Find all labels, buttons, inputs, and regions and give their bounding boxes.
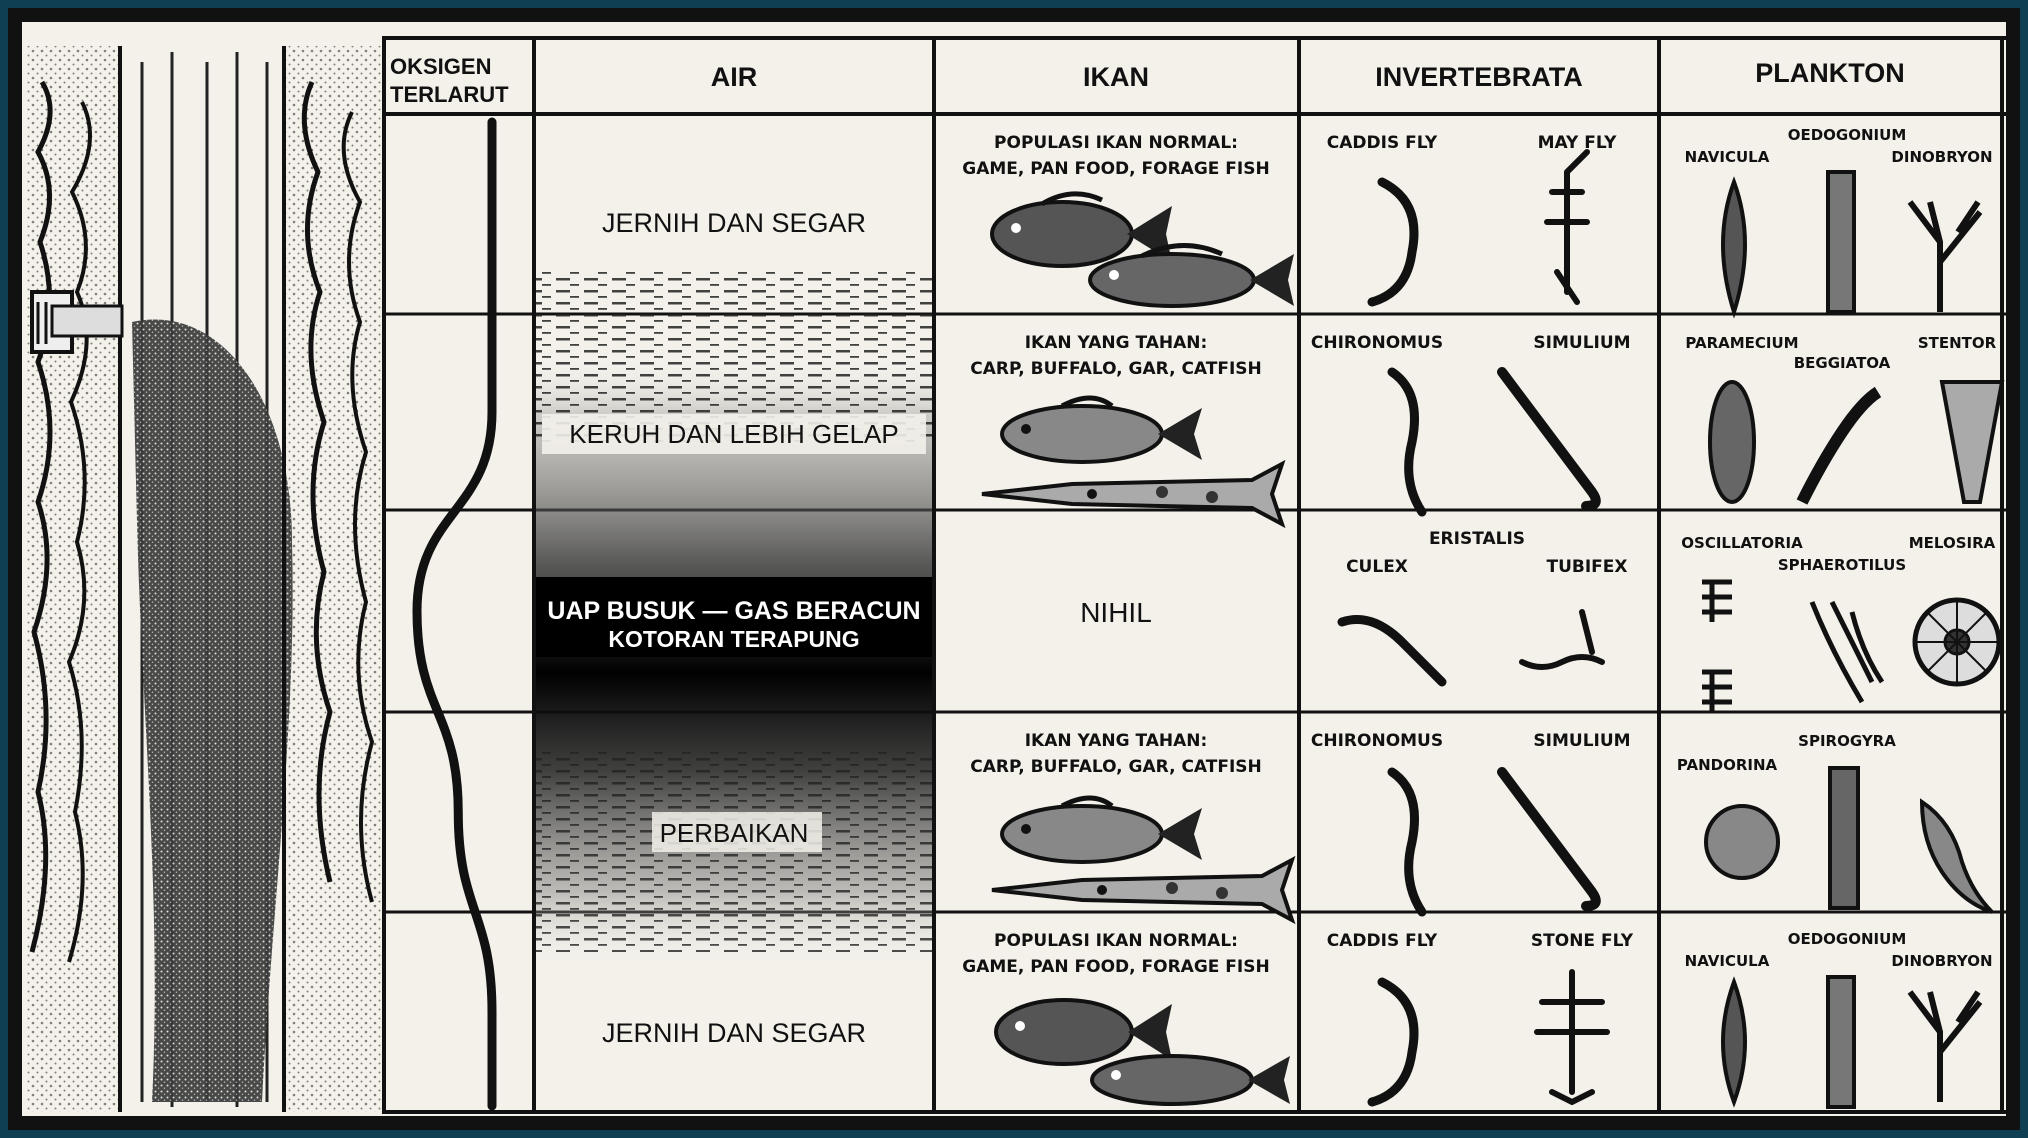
oscillatoria-icon — [1702, 582, 1732, 712]
water-label-row5: JERNIH DAN SEGAR — [602, 1018, 866, 1048]
paramecium-icon — [1710, 382, 1754, 502]
melosira-icon — [1915, 600, 1999, 684]
caddis-larva-icon — [1372, 982, 1414, 1102]
fish-caption-row5-line1: POPULASI IKAN NORMAL: — [994, 931, 1238, 951]
water-label-row2: KERUH DAN LEBIH GELAP — [542, 414, 926, 454]
svg-text:KERUH DAN LEBIH GELAP: KERUH DAN LEBIH GELAP — [569, 419, 898, 449]
invert-label-simulium: SIMULIUM — [1533, 731, 1630, 751]
dissolved-oxygen-curve — [417, 122, 492, 1106]
header-plankton: PLANKTON — [1755, 58, 1905, 88]
plankton-label-oedogonium: OEDOGONIUM — [1788, 930, 1907, 948]
culex-larva-icon — [1342, 620, 1442, 683]
mayfly-nymph-icon — [1547, 152, 1587, 302]
invert-label-chironomus: CHIRONOMUS — [1311, 731, 1443, 751]
carp-icon — [1002, 398, 1202, 462]
pandorina-icon — [1706, 806, 1778, 878]
plankton-label-pandorina: PANDORINA — [1677, 756, 1778, 774]
caddis-larva-icon — [1372, 182, 1414, 302]
invert-label-tubifex: TUBIFEX — [1546, 557, 1627, 577]
sunfish-icon — [996, 1000, 1172, 1064]
plankton-label-melosira: MELOSIRA — [1909, 534, 1996, 552]
sphaerotilus-icon — [1812, 602, 1882, 702]
water-label-row3-line1: UAP BUSUK — GAS BERACUN — [547, 597, 920, 625]
svg-text:PERBAIKAN: PERBAIKAN — [660, 818, 809, 848]
simulium-larva-icon — [1502, 372, 1596, 506]
fish-caption-row4-line1: IKAN YANG TAHAN: — [1025, 731, 1208, 751]
navicula-icon — [1723, 182, 1745, 312]
fish-caption-row3: NIHIL — [1080, 597, 1152, 628]
oedogonium-icon — [1828, 172, 1854, 312]
invert-label-stone-fly: STONE FLY — [1531, 931, 1634, 951]
tubifex-worm-icon — [1522, 612, 1602, 667]
plankton-label-dinobryon: DINOBRYON — [1891, 148, 1992, 166]
navicula-icon — [1723, 982, 1745, 1102]
plankton-label-dinobryon: DINOBRYON — [1891, 952, 1992, 970]
chironomus-larva-icon — [1392, 772, 1422, 912]
water-label-row3-line2: KOTORAN TERAPUNG — [608, 626, 859, 652]
fish-caption-row1-line1: POPULASI IKAN NORMAL: — [994, 133, 1238, 153]
plankton-label-sphaerotilus: SPHAEROTILUS — [1778, 556, 1906, 574]
water-label-row1: JERNIH DAN SEGAR — [602, 208, 866, 238]
fish-caption-row2-line2: CARP, BUFFALO, GAR, CATFISH — [970, 359, 1262, 379]
fish-caption-row2-line1: IKAN YANG TAHAN: — [1025, 333, 1208, 353]
chironomus-larva-icon — [1392, 372, 1422, 512]
plankton-label-stentor: STENTOR — [1918, 334, 1997, 352]
invert-label-caddis-fly: CADDIS FLY — [1327, 931, 1438, 951]
header-water: AIR — [711, 62, 758, 92]
river-pollution-diagram: OKSIGEN TERLARUT AIR IKAN INVERTEBRATA P… — [22, 22, 2006, 1116]
beggiatoa-icon — [1802, 392, 1878, 502]
invert-label-eristalis: ERISTALIS — [1429, 529, 1525, 549]
gar-icon — [982, 464, 1282, 524]
image-frame: OKSIGEN TERLARUT AIR IKAN INVERTEBRATA P… — [8, 8, 2020, 1130]
plankton-label-paramecium: PARAMECIUM — [1685, 334, 1798, 352]
fish-caption-row5-line2: GAME, PAN FOOD, FORAGE FISH — [962, 957, 1269, 977]
river-illustration — [26, 46, 382, 1112]
plankton-label-navicula: NAVICULA — [1685, 148, 1770, 166]
header-invertebrates: INVERTEBRATA — [1375, 62, 1583, 92]
fish-caption-row1-line2: GAME, PAN FOOD, FORAGE FISH — [962, 159, 1269, 179]
plankton-label-spirogyra: SPIROGYRA — [1798, 732, 1896, 750]
bass-icon — [1090, 245, 1294, 306]
bass-icon — [1092, 1056, 1290, 1104]
invert-label-may-fly: MAY FLY — [1538, 133, 1617, 153]
plankton-label-navicula: NAVICULA — [1685, 952, 1770, 970]
oedogonium-icon — [1828, 977, 1854, 1107]
water-label-row4: PERBAIKAN — [652, 812, 822, 852]
invert-label-simulium: SIMULIUM — [1533, 333, 1630, 353]
spirogyra-icon — [1830, 768, 1858, 908]
invert-label-chironomus: CHIRONOMUS — [1311, 333, 1443, 353]
simulium-larva-icon — [1502, 772, 1596, 906]
header-fish: IKAN — [1083, 62, 1149, 92]
stonefly-nymph-icon — [1537, 972, 1607, 1102]
invert-label-culex: CULEX — [1346, 557, 1408, 577]
stentor-icon — [1942, 382, 2002, 502]
plankton-label-oedogonium: OEDOGONIUM — [1788, 126, 1907, 144]
fish-caption-row4-line2: CARP, BUFFALO, GAR, CATFISH — [970, 757, 1262, 777]
header-oxygen-line-2: TERLARUT — [390, 82, 509, 107]
header-oxygen-line-1: OKSIGEN — [390, 54, 491, 79]
euglena-icon — [1922, 802, 1992, 912]
dinobryon-icon — [1910, 202, 1980, 312]
invert-label-caddis-fly: CADDIS FLY — [1327, 133, 1438, 153]
dinobryon-icon — [1910, 992, 1980, 1102]
plankton-label-beggiatoa: BEGGIATOA — [1794, 354, 1891, 372]
plankton-label-oscillatoria: OSCILLATORIA — [1681, 534, 1803, 552]
carp-icon — [1002, 798, 1202, 862]
diagram-sheet: OKSIGEN TERLARUT AIR IKAN INVERTEBRATA P… — [22, 22, 2006, 1116]
